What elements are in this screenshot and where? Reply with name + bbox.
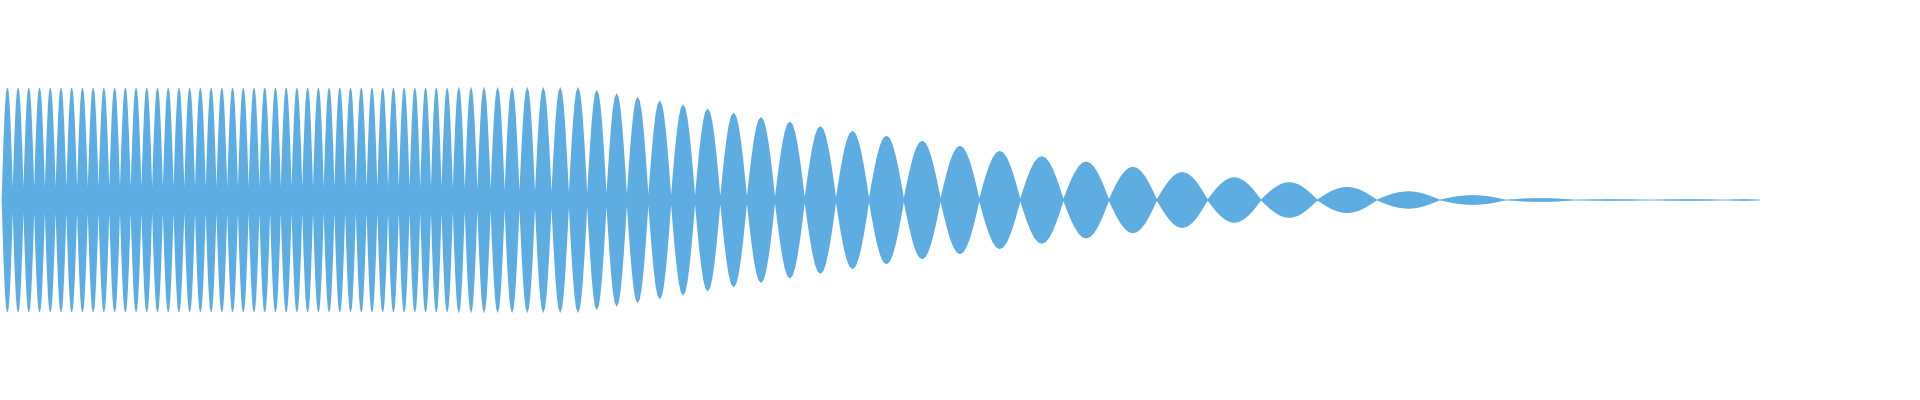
waveform-shape xyxy=(1,86,1761,314)
